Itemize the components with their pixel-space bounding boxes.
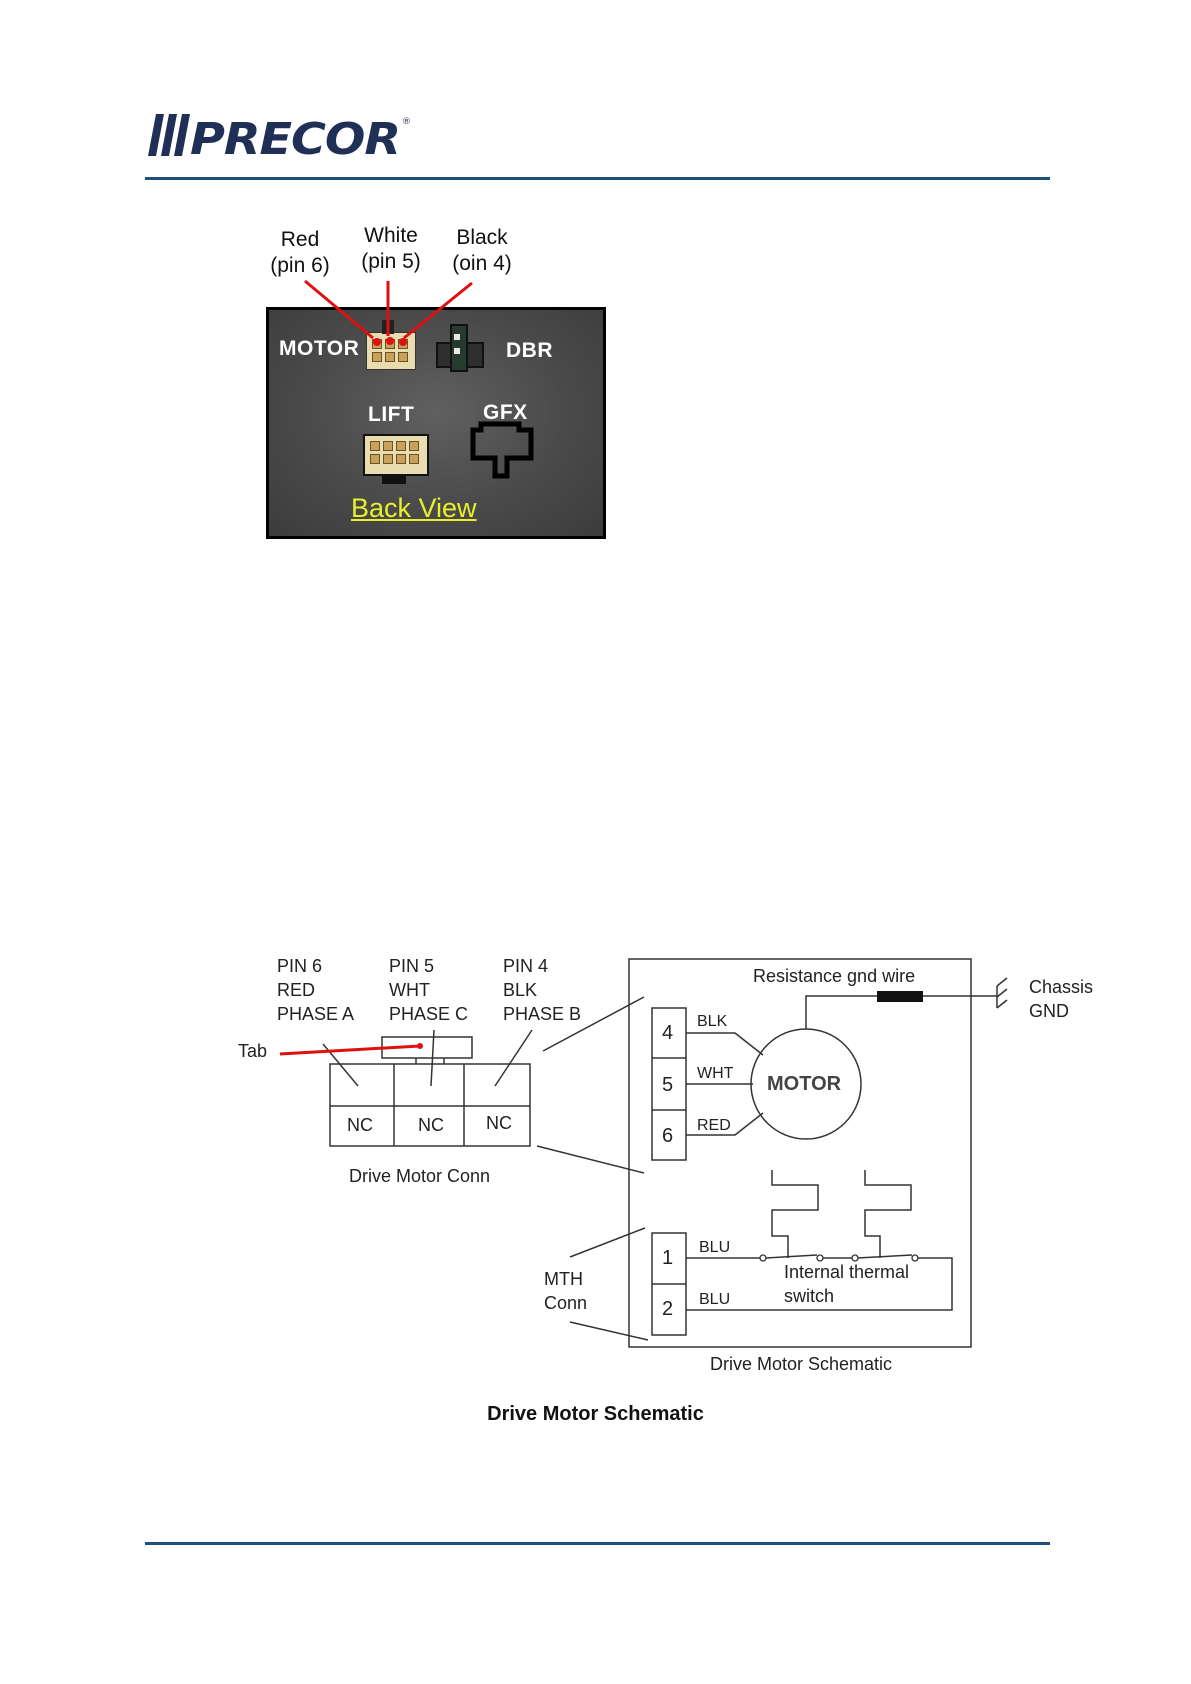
connector-caption: Drive Motor Conn <box>349 1166 491 1186</box>
terminal-5: 5 <box>662 1074 674 1096</box>
wire-label-blu-2: BLU <box>699 1291 731 1308</box>
precor-logo: PRECOR ® <box>148 114 410 158</box>
gfx-label: GFX <box>483 401 528 424</box>
lift-connector <box>363 434 429 476</box>
footer-rule <box>145 1542 1050 1545</box>
mth-label-1: MTH <box>544 1269 583 1289</box>
wire-label-blu-1: BLU <box>699 1239 731 1256</box>
wire-label-wht: WHT <box>697 1065 734 1082</box>
nc-label-1: NC <box>347 1115 373 1135</box>
tab-label: Tab <box>238 1041 268 1061</box>
dbr-label: DBR <box>506 339 553 362</box>
ground-resistor <box>877 991 923 1002</box>
mth-label-2: Conn <box>544 1293 588 1313</box>
nc-label-2: NC <box>418 1115 444 1135</box>
terminal-2: 2 <box>662 1298 674 1320</box>
back-view-link[interactable]: Back View <box>351 493 477 523</box>
svg-text:®: ® <box>402 117 410 127</box>
svg-text:PRECOR: PRECOR <box>190 114 400 158</box>
terminal-6: 6 <box>662 1125 674 1147</box>
nc-label-3: NC <box>486 1113 512 1133</box>
thermal-switch-label-2: switch <box>784 1286 835 1306</box>
header-rule <box>145 177 1050 180</box>
callout-red: Red(pin 6) <box>270 228 330 277</box>
callout-white: White(pin 5) <box>361 224 421 273</box>
gnd-label: GND <box>1029 1001 1069 1021</box>
schematic-box <box>628 958 972 1348</box>
motor-label: MOTOR <box>279 337 360 360</box>
motor-label: MOTOR <box>767 1073 842 1095</box>
schematic-box-title: Drive Motor Schematic <box>710 1354 893 1374</box>
terminal-4: 4 <box>662 1022 674 1044</box>
wire-label-blk: BLK <box>697 1013 728 1030</box>
figure-caption: Drive Motor Schematic <box>487 1403 704 1425</box>
gfx-connector <box>470 421 534 479</box>
lift-label: LIFT <box>368 403 415 426</box>
drive-motor-connector-body <box>329 1063 531 1147</box>
connector-photo: MOTOR DBR LIFT GFX Back View <box>266 307 606 539</box>
terminal-1: 1 <box>662 1247 674 1269</box>
thermal-switch-label-1: Internal thermal <box>784 1262 910 1282</box>
chassis-label: Chassis <box>1029 977 1094 997</box>
wire-label-red: RED <box>697 1117 731 1134</box>
gnd-wire-label: Resistance gnd wire <box>753 966 916 986</box>
callout-black: Black(oin 4) <box>452 226 512 275</box>
